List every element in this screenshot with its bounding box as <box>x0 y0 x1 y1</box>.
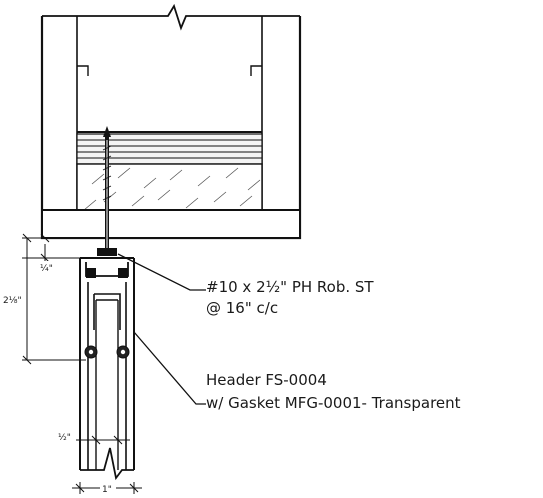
callout-leaders <box>117 253 206 405</box>
hatch-mark <box>83 199 97 211</box>
screw-leader <box>117 253 206 291</box>
header-inner-profile <box>87 282 127 470</box>
hatch-mark <box>131 195 145 207</box>
dim-header-depth-label: 2⅛" <box>3 296 22 306</box>
header-leader <box>133 331 206 405</box>
hatch-mark <box>157 189 171 201</box>
hatch-mark <box>117 167 131 179</box>
dim-gasket-offset-label: ½" <box>58 433 71 443</box>
hatch-mark <box>91 173 105 185</box>
hatch-mark <box>197 175 211 187</box>
dim-frame-width-label: 1" <box>102 485 112 495</box>
dim-tick <box>91 435 123 445</box>
wall-assembly <box>40 3 302 240</box>
hatch-mark <box>247 179 261 191</box>
header-clip-left <box>86 268 96 278</box>
dim-label-bg <box>38 261 60 273</box>
dim-label-bg <box>100 482 116 494</box>
dim-tick <box>22 233 32 365</box>
header-callout-line-2: w/ Gasket MFG-0001- Transparent <box>206 394 461 412</box>
bottom-plate <box>41 209 301 239</box>
dim-tick <box>75 483 139 493</box>
screw-tip <box>103 126 111 137</box>
bottom-break-line <box>80 447 134 481</box>
screw-fastener <box>97 126 117 256</box>
screw-thread <box>102 145 112 201</box>
dim-tick <box>40 233 50 263</box>
break-line <box>42 3 300 31</box>
dim-label-bg <box>2 292 26 306</box>
dim-top-gap-label: ¼" <box>40 264 53 274</box>
stud-flange-right <box>250 65 262 76</box>
hatch-mark <box>225 167 239 179</box>
header-callout-line-1: Header FS-0004 <box>206 371 327 389</box>
screw-head <box>97 248 117 256</box>
hatch-mark <box>169 169 183 181</box>
header-outer-profile <box>79 258 135 470</box>
header-clip-right <box>118 268 128 278</box>
hatch-mark <box>239 195 253 207</box>
gasket-right-core <box>120 349 126 355</box>
screw-callout-line-2: @ 16" c/c <box>206 299 278 317</box>
header-inner-top <box>93 293 121 330</box>
stud-flange-left <box>77 65 89 76</box>
gypsum-hatch <box>83 167 261 211</box>
header-frame <box>79 257 135 481</box>
screw-callout-line-1: #10 x 2½" PH Rob. ST <box>206 278 374 296</box>
hatch-mark <box>143 177 157 189</box>
hatch-mark <box>213 191 227 203</box>
glazing-pocket <box>95 299 119 470</box>
hatch-mark <box>185 197 199 209</box>
dimension-lines <box>22 233 142 494</box>
gasket-left-core <box>88 349 94 355</box>
